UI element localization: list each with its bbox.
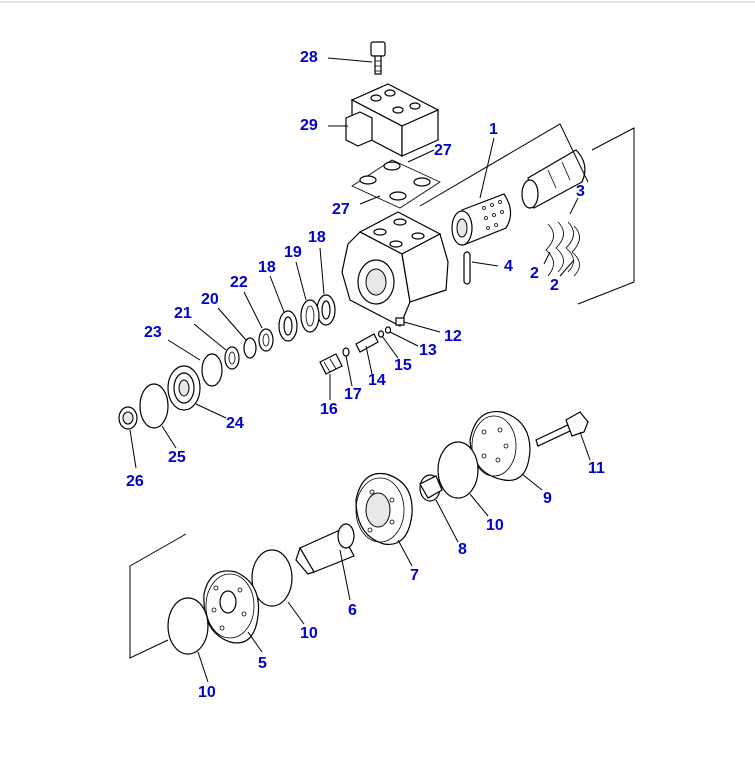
spool xyxy=(521,149,586,209)
label-15: 15 xyxy=(394,357,412,374)
label-18-right: 18 xyxy=(308,229,326,246)
housing-body xyxy=(341,211,449,327)
part-11-bolt xyxy=(535,411,589,447)
label-9: 9 xyxy=(543,490,552,507)
label-1: 1 xyxy=(489,121,498,138)
bracket-right xyxy=(577,127,635,305)
part-1-sleeve xyxy=(451,193,512,246)
label-29: 29 xyxy=(300,117,318,134)
label-26: 26 xyxy=(126,473,144,490)
part-8-bushing xyxy=(419,474,443,502)
label-24: 24 xyxy=(226,415,244,432)
label-4: 4 xyxy=(504,258,513,275)
label-28: 28 xyxy=(300,49,318,66)
part-28-bolt xyxy=(370,41,386,75)
part-4-pin xyxy=(463,251,471,285)
label-12: 12 xyxy=(444,328,462,345)
label-14: 14 xyxy=(368,372,386,389)
label-25: 25 xyxy=(168,449,186,466)
part-24-seal-holder xyxy=(167,365,201,411)
label-17: 17 xyxy=(344,386,362,403)
label-27-lower: 27 xyxy=(332,201,350,218)
label-27-upper: 27 xyxy=(434,142,452,159)
part-10-oring-upper xyxy=(437,441,479,499)
label-2-left: 2 xyxy=(530,265,539,282)
bracket-1 xyxy=(419,123,589,207)
label-10-lower: 10 xyxy=(198,684,216,701)
label-18-left: 18 xyxy=(258,259,276,276)
part-29-valve-block xyxy=(345,83,440,157)
leader-lines xyxy=(129,57,591,683)
callout-labels: 28 29 27 27 1 3 2 2 4 18 19 18 22 20 21 … xyxy=(126,49,605,701)
label-5: 5 xyxy=(258,655,267,672)
label-21: 21 xyxy=(174,305,192,322)
part-18-19-bearing-washers xyxy=(278,294,336,342)
part-25-oring xyxy=(139,383,169,429)
label-3: 3 xyxy=(576,183,585,200)
label-10-middle: 10 xyxy=(300,625,318,642)
label-7: 7 xyxy=(410,567,419,584)
part-9-end-cap xyxy=(469,410,531,482)
label-6: 6 xyxy=(348,602,357,619)
part-27-gasket-orings xyxy=(351,159,441,209)
label-10-upper: 10 xyxy=(486,517,504,534)
bracket-lower xyxy=(129,533,187,659)
label-22: 22 xyxy=(230,274,248,291)
label-19: 19 xyxy=(284,244,302,261)
part-5-plate xyxy=(203,570,260,644)
part-10-oring-middle xyxy=(251,549,293,607)
part-26-dust-seal xyxy=(118,406,138,430)
label-2-right: 2 xyxy=(550,277,559,294)
part-12-17-relief-valve xyxy=(319,317,405,375)
part-10-oring-lower xyxy=(167,597,209,655)
part-20-23-seals xyxy=(201,328,274,387)
part-7-gerotor xyxy=(355,472,413,546)
label-23: 23 xyxy=(144,324,162,341)
part-6-drive-shaft xyxy=(295,523,355,575)
label-20: 20 xyxy=(201,291,219,308)
label-8: 8 xyxy=(458,541,467,558)
label-16: 16 xyxy=(320,401,338,418)
part-2-3-springs xyxy=(545,221,580,277)
label-11: 11 xyxy=(588,460,605,477)
label-13: 13 xyxy=(419,342,437,359)
